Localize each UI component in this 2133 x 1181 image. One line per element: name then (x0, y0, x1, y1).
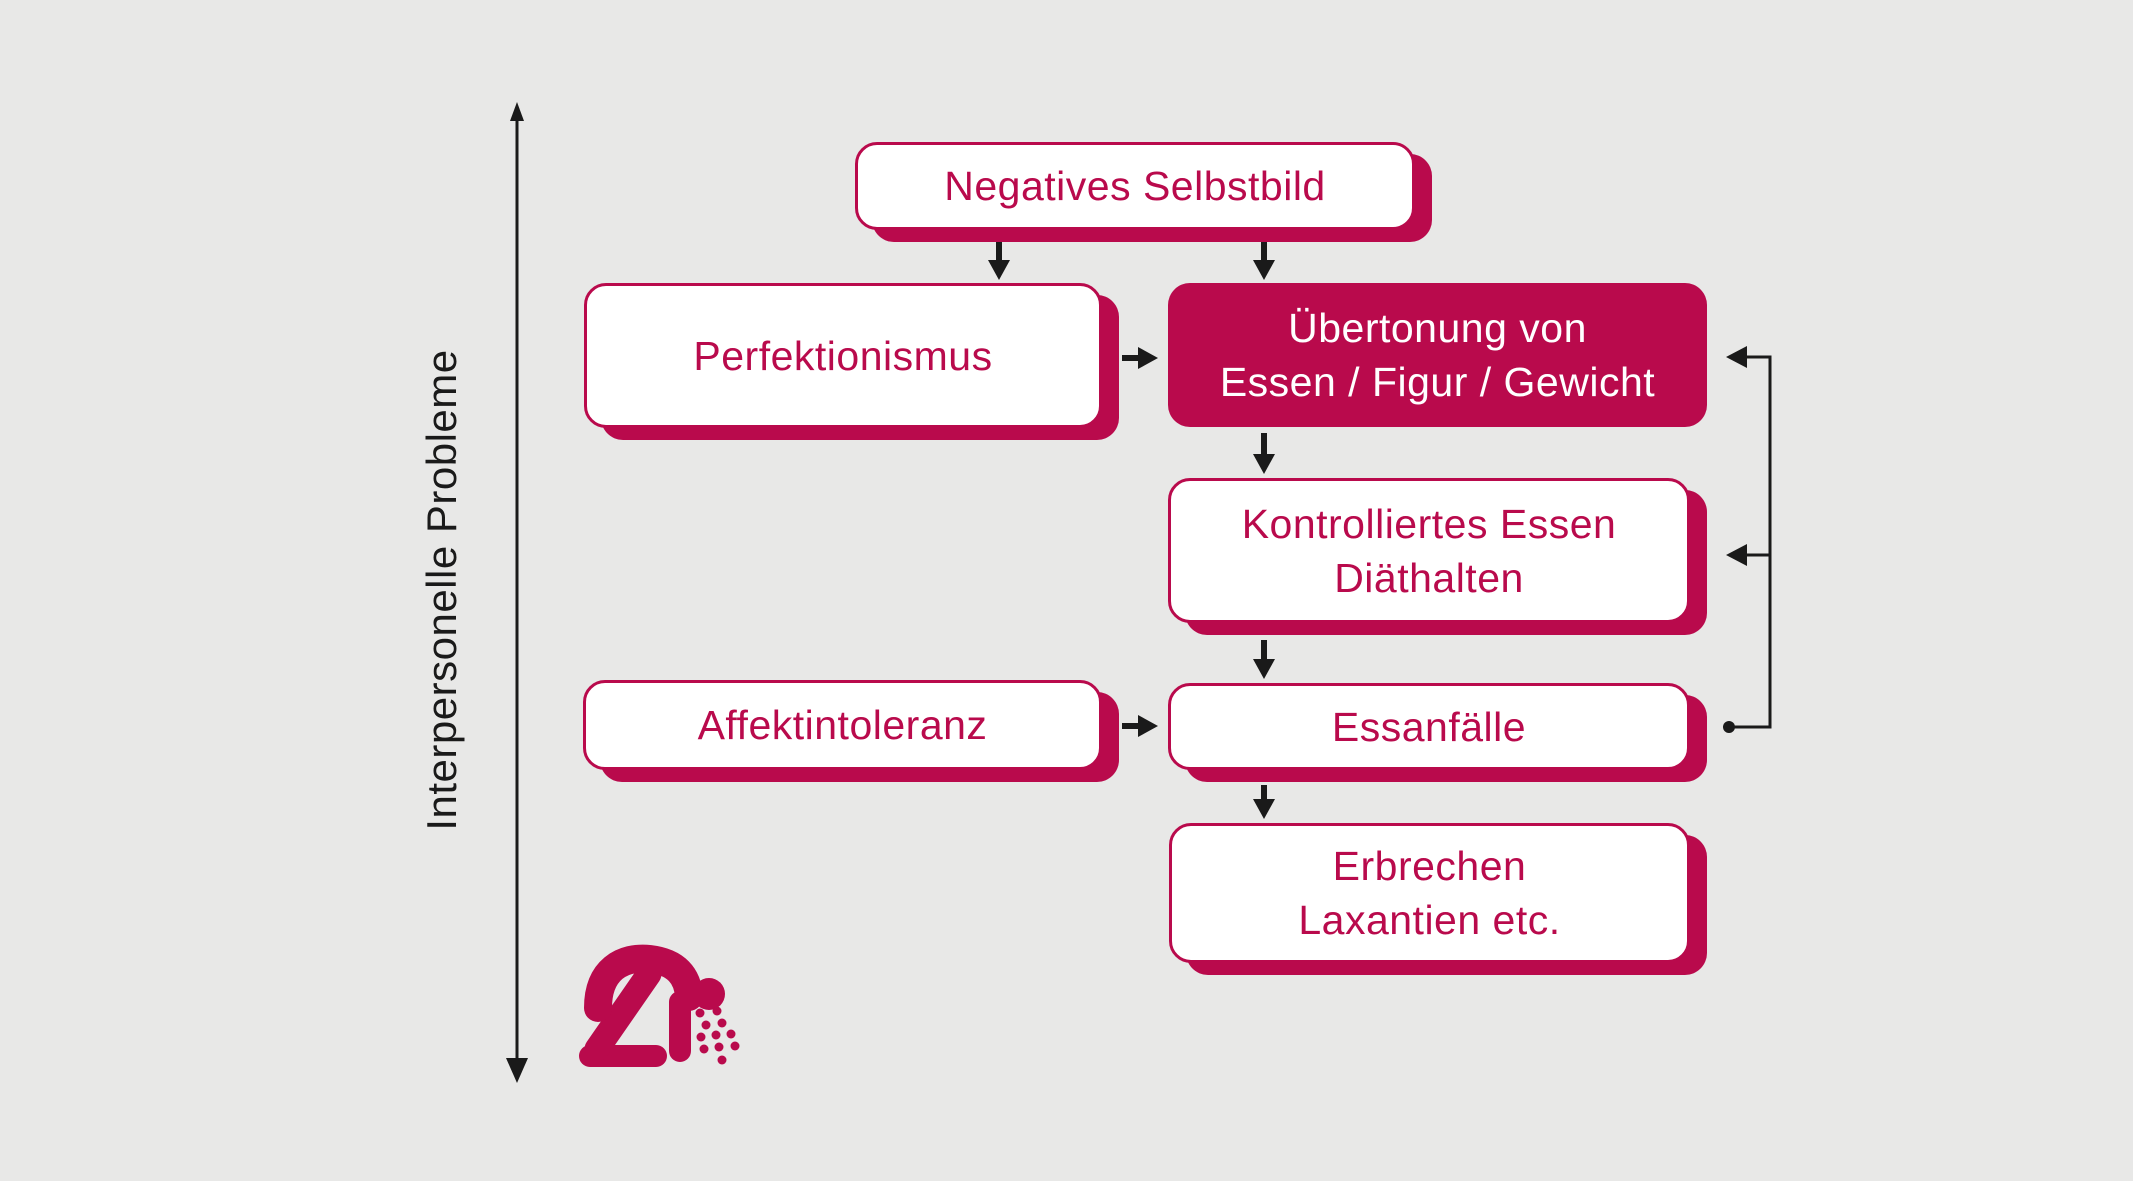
node-essanfaelle: Essanfälle (1168, 683, 1690, 770)
feedback-loop-connector (1723, 346, 1772, 733)
node-perfektionismus: Perfektionismus (584, 283, 1102, 428)
node-uebertonung-von-essen-figur-gewicht: Übertonung von Essen / Figur / Gewicht (1168, 283, 1707, 427)
arrow-perfektionismus-to-uebertonung (1122, 347, 1158, 369)
node-negatives-selbstbild: Negatives Selbstbild (855, 142, 1415, 230)
vomit-dots (695, 1006, 740, 1065)
node-erbrechen-laxantien: Erbrechen Laxantien etc. (1169, 823, 1690, 963)
arrow-kontrolliertes-to-essanfaelle (1253, 640, 1275, 679)
arrow-negatives-to-perfektionismus (988, 238, 1010, 280)
vomiting-person-icon (579, 944, 740, 1067)
arrow-uebertonung-to-kontrolliertes (1253, 433, 1275, 474)
arrow-negatives-to-uebertonung (1253, 238, 1275, 280)
node-affektintoleranz: Affektintoleranz (583, 680, 1102, 770)
vertical-axis-label: Interpersonelle Probleme (418, 349, 465, 831)
arrow-essanfaelle-to-erbrechen (1253, 785, 1275, 819)
node-kontrolliertes-essen-diaethalten: Kontrolliertes Essen Diäthalten (1168, 478, 1690, 623)
arrow-affekt-to-essanfaelle (1122, 715, 1158, 737)
vertical-axis-arrow (506, 102, 528, 1083)
